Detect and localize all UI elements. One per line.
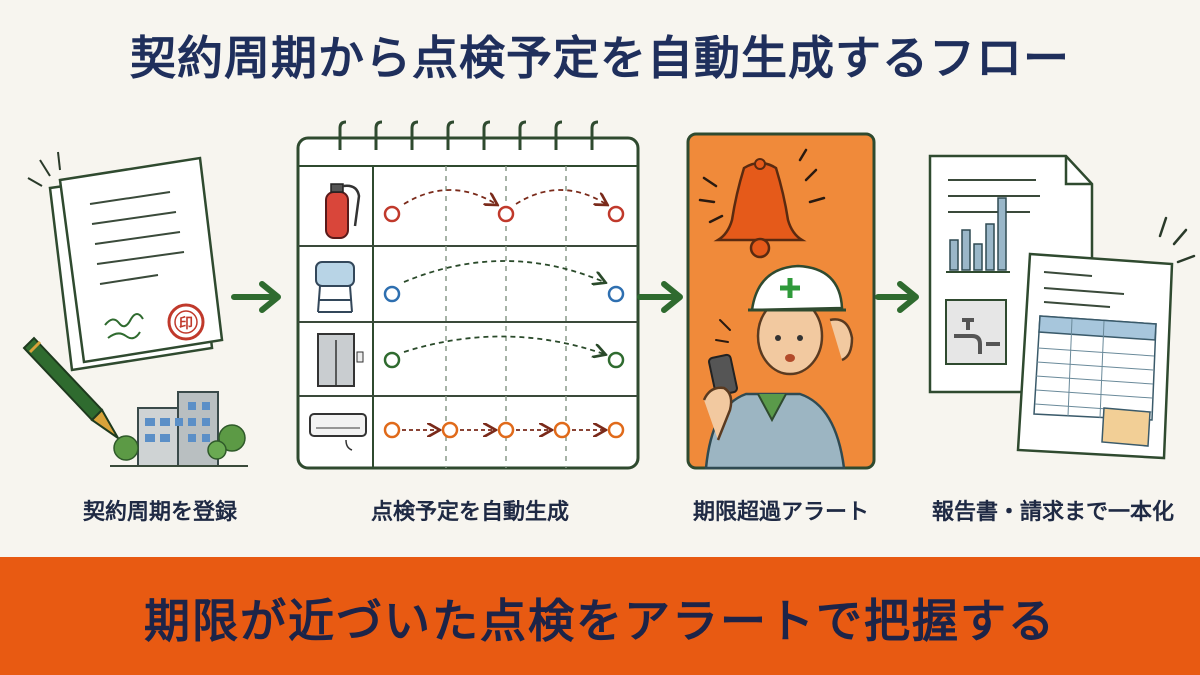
- step-label-overdue-alert: 期限超過アラート: [692, 500, 869, 525]
- schedule-row-water-tank: [383, 260, 625, 303]
- fountain-pen-icon: [22, 336, 119, 439]
- page-title: 契約周期から点検予定を自動生成するフロー: [130, 31, 1070, 85]
- contract-document-icon: [27, 151, 224, 372]
- schedule-row-fire: [383, 189, 625, 223]
- schedule-row-air-conditioner: [383, 421, 625, 439]
- step-label-report-invoice: 報告書・請求まで一本化: [931, 500, 1174, 525]
- step-label-auto-schedule: 点検予定を自動生成: [370, 500, 569, 525]
- invoice-icon: [1016, 216, 1196, 460]
- schedule-row-elevator: [383, 335, 625, 369]
- water-tank-icon: [315, 261, 355, 313]
- bell-icon: [698, 148, 826, 259]
- fire-extinguisher-icon: [325, 183, 361, 239]
- banner-text: 期限が近づいた点検をアラートで把握する: [144, 594, 1056, 648]
- building-icon: [110, 391, 248, 467]
- step-label-register: 契約周期を登録: [82, 500, 237, 525]
- schedule-calendar: [296, 120, 640, 470]
- flow-arrow-3: [875, 281, 919, 313]
- air-conditioner-icon: [309, 413, 367, 451]
- bottom-banner: [0, 557, 1200, 675]
- worker-icon: [702, 264, 854, 470]
- elevator-icon: [317, 333, 364, 387]
- flow-arrow-2: [637, 281, 683, 313]
- flow-arrow-1: [231, 281, 281, 313]
- stamp-text: 印: [179, 315, 193, 332]
